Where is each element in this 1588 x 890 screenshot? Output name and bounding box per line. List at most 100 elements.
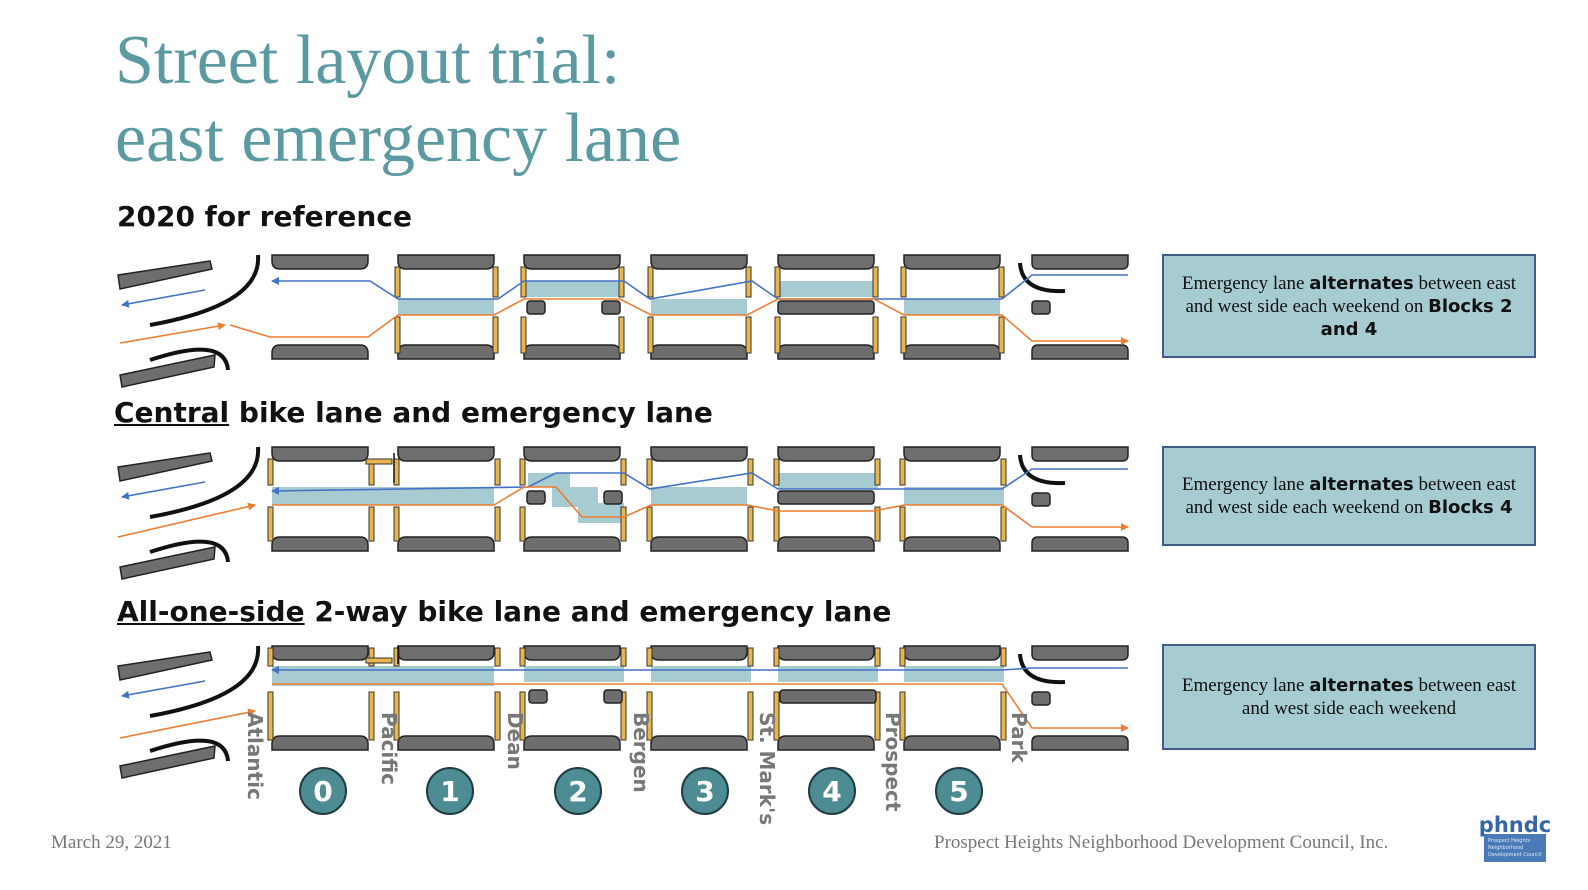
bollard (874, 691, 881, 741)
street-label: Dean (503, 712, 527, 770)
logo-subtext: Prospect Heights Neighborhood Developmen… (1488, 838, 1542, 858)
street-label: St. Mark's (755, 712, 779, 825)
section-heading-underlined: Central (114, 396, 230, 429)
block-edge-top (1031, 446, 1129, 462)
block-number-circle (681, 767, 729, 815)
bollard (618, 316, 625, 354)
parkway-island (119, 354, 216, 388)
bollard (267, 691, 274, 741)
median-island (1031, 691, 1051, 706)
block-edge-top (903, 446, 1001, 462)
block-edge-bottom (523, 536, 621, 552)
bollard (998, 266, 1005, 298)
bollard (899, 506, 906, 542)
footer-org: Prospect Heights Neighborhood Developmen… (934, 832, 1389, 853)
bollard (394, 316, 401, 354)
block-edge-bottom (397, 735, 495, 751)
bollard (773, 506, 780, 542)
curb-curve (149, 645, 261, 718)
eastbound-traffic-arrow (117, 502, 256, 538)
bollard (620, 458, 627, 486)
bollard (747, 691, 754, 741)
westbound-traffic-arrow (121, 481, 206, 500)
block-edge-bottom (903, 735, 1001, 751)
block-edge-bottom (1031, 735, 1129, 751)
eastbound-traffic-arrow (119, 708, 256, 739)
bollard (1000, 506, 1007, 542)
block-edge-bottom (271, 536, 369, 552)
block-edge-top (1031, 254, 1129, 270)
title-line-1: Street layout trial: (115, 22, 621, 99)
emergency-lane (651, 666, 751, 682)
block-edge-top (903, 645, 1001, 661)
block-edge-bottom (271, 344, 369, 360)
emergency-lane (651, 487, 747, 505)
emergency-lane (904, 487, 1004, 505)
bollard (773, 647, 780, 667)
emergency-lane (524, 281, 620, 297)
block-number-circle (808, 767, 856, 815)
bollard (368, 506, 375, 542)
note-box-all-one-side: Emergency lane alternates between east a… (1162, 644, 1536, 750)
curb-curve (149, 446, 261, 519)
curb-curve (1018, 262, 1066, 294)
bollard (773, 458, 780, 486)
westbound-traffic-arrow (121, 289, 206, 308)
parkway-island (119, 745, 216, 779)
street-label: Park (1007, 712, 1031, 763)
emergency-lane (904, 666, 1004, 682)
median-island (601, 300, 621, 315)
bollard (620, 506, 627, 542)
bollard (519, 647, 526, 667)
emergency-lane (778, 473, 878, 489)
bollard (747, 647, 754, 667)
block-edge-bottom (650, 735, 748, 751)
curb-curve (149, 254, 261, 327)
bollard (646, 458, 653, 486)
note-box-2020: Emergency lane alternates between east a… (1162, 254, 1536, 358)
emergency-lane (272, 666, 494, 686)
block-edge-top (777, 254, 875, 270)
street-label: Atlantic (243, 712, 267, 800)
block-edge-top (271, 645, 369, 661)
median-island (1031, 492, 1051, 507)
bollard (998, 316, 1005, 354)
bollard (745, 316, 752, 354)
block-edge-bottom (271, 735, 369, 751)
bollard (492, 266, 499, 298)
bollard (393, 506, 400, 542)
curb-curve (149, 539, 230, 563)
bollard (393, 647, 400, 667)
bollard (874, 647, 881, 667)
bollard (872, 316, 879, 354)
emergency-lane (904, 299, 1000, 315)
block-number-circle (554, 767, 602, 815)
note-box-central: Emergency lane alternates between east a… (1162, 446, 1536, 546)
section-heading-text: 2020 for reference (117, 200, 412, 233)
bollard (393, 691, 400, 741)
curb-curve (1018, 653, 1066, 685)
emergency-lane (778, 666, 878, 682)
bollard (900, 266, 907, 298)
bollard (494, 691, 501, 741)
bollard (747, 458, 754, 486)
bollard (872, 266, 879, 298)
street-label: Prospect (881, 712, 905, 812)
bollard (267, 647, 274, 667)
bollard (492, 316, 499, 354)
bollard (1000, 647, 1007, 667)
block-edge-top (523, 446, 621, 462)
block-edge-bottom (523, 735, 621, 751)
block-edge-top (271, 446, 369, 462)
curb-curve (1018, 454, 1066, 486)
parkway-island (117, 260, 213, 290)
bollard (519, 506, 526, 542)
parkway-island (117, 651, 213, 681)
curb-curve (149, 347, 230, 371)
street-label: Bergen (629, 712, 653, 793)
bollard (368, 691, 375, 741)
block-edge-top (650, 254, 748, 270)
block-edge-top (777, 446, 875, 462)
block-number-label: 5 (949, 775, 968, 808)
block-edge-top (903, 254, 1001, 270)
